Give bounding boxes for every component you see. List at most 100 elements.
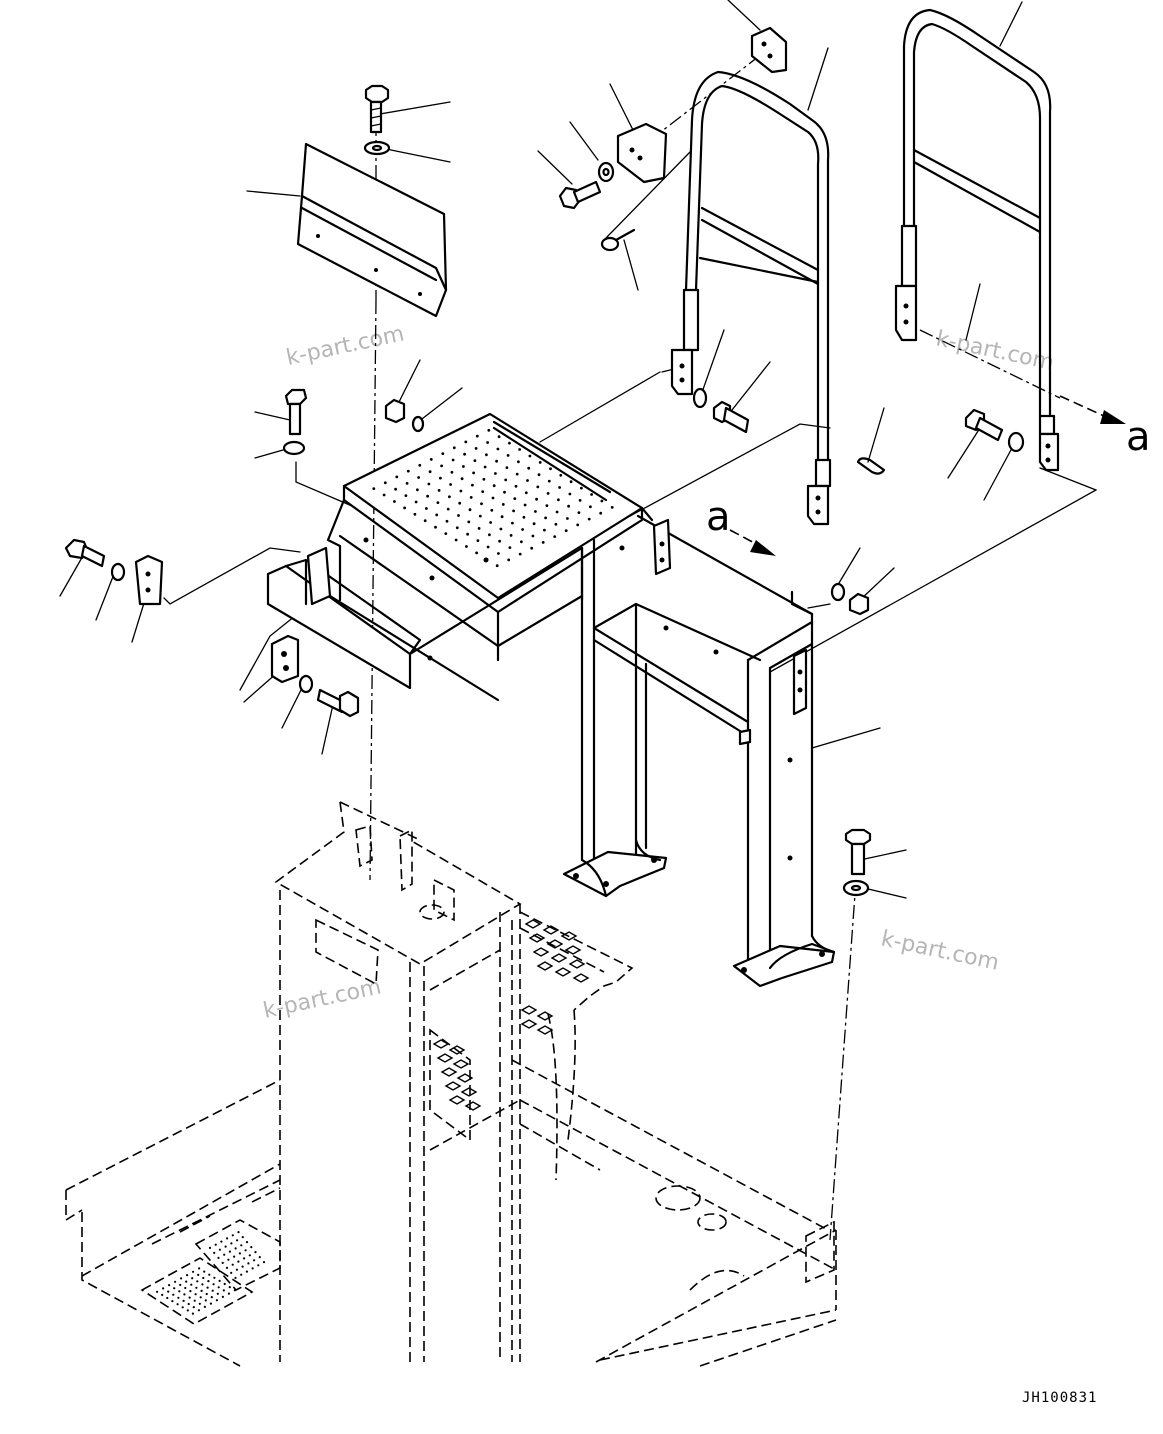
view-label-a-right: a [1126,414,1151,460]
floor-hole [174,1280,177,1283]
deck-hole [444,532,448,535]
step-hole [456,1073,474,1083]
step-hole [448,1095,466,1105]
bolt-rail-right [964,408,1004,442]
step-hole [460,1087,478,1097]
view-arrow-center: a [706,494,776,556]
washer-platform [411,415,425,433]
drawing-code: JH100831 [1022,1390,1097,1406]
platform-deck [266,412,644,702]
deck-hole [524,491,528,495]
deck-hole [465,545,468,548]
floor-hole [182,1299,185,1302]
floor-hole [244,1249,247,1252]
floor-hole [215,1299,218,1302]
deck-hole [576,523,580,527]
deck-hole [580,486,583,490]
floor-hole [193,1299,196,1302]
floor-hole [248,1254,251,1257]
floor-hole [199,1296,202,1299]
floor-hole [231,1234,234,1237]
deck-hole [486,545,490,549]
deck-hole [543,528,546,532]
bolt-small [558,180,602,210]
floor-hole [224,1245,227,1248]
step-hole [464,1101,482,1111]
view-label-a-center: a [706,494,731,540]
floor-hole [207,1280,210,1283]
floor-hole [250,1246,253,1249]
step-hole [536,1025,554,1035]
floor-hole [198,1302,201,1305]
deck-hole [497,435,501,439]
deck-hole [445,519,449,523]
deck-hole [587,517,591,521]
floor-hole [220,1240,223,1243]
floor-hole [227,1258,230,1261]
floor-hole [217,1286,220,1289]
step-hole [520,1019,538,1029]
deck-hole [483,465,487,469]
deck-hole [566,517,569,520]
deck-hole [474,447,478,450]
deck-hole [528,454,532,458]
floor-hole [222,1289,225,1292]
floor-hole [223,1282,226,1286]
deck-hole [545,504,549,507]
deck-hole [454,538,458,542]
floor-hole [209,1302,212,1305]
floor-hole [190,1283,193,1286]
step-hole [432,1039,450,1049]
floor-hole [257,1264,260,1267]
step-hole [528,933,546,943]
machine-body [65,801,837,1367]
deck-hole [507,558,511,562]
deck-hole [564,529,568,533]
step-hole [532,947,550,957]
floor-hole [241,1236,244,1239]
handrail-left [670,70,832,526]
floor-hole [173,1287,176,1290]
floor-hole [230,1242,233,1245]
floor-hole [197,1309,200,1312]
deck-hole [486,441,489,444]
floor-hole [223,1253,226,1256]
cover-plate [296,142,448,318]
floor-hole [156,1290,159,1293]
deck-hole [395,475,399,479]
deck-perforations [372,428,614,568]
deck-hole [555,510,559,514]
floor-hole [243,1257,246,1260]
deck-hole [393,500,396,503]
deck-hole [457,514,460,517]
deck-hole [473,459,477,462]
floor-hole [237,1260,240,1263]
deck-hole [478,514,482,518]
floor-hole [245,1241,249,1244]
floor-hole [188,1296,191,1299]
deck-hole [450,470,454,474]
deck-hole [497,552,500,555]
floor-hole [184,1286,187,1290]
floor-hole [191,1277,194,1280]
deck-hole [449,483,452,486]
nut-frame [848,592,870,616]
floor-hole [228,1250,231,1253]
floor-hole [227,1292,230,1295]
deck-hole [559,473,563,477]
washer-small [597,161,615,183]
step-hole [550,953,568,963]
step-hole [524,919,542,929]
deck-hole [520,540,523,544]
deck-hole [491,496,495,500]
deck-hole [487,428,491,432]
deck-hole [446,507,450,511]
deck-hole [405,482,409,485]
deck-hole [481,490,485,493]
deck-hole [515,472,519,476]
floor-hole [258,1256,261,1259]
deck-hole [508,441,511,445]
deck-hole [568,492,572,496]
floor-hole [237,1231,240,1234]
block-lower [270,634,300,684]
